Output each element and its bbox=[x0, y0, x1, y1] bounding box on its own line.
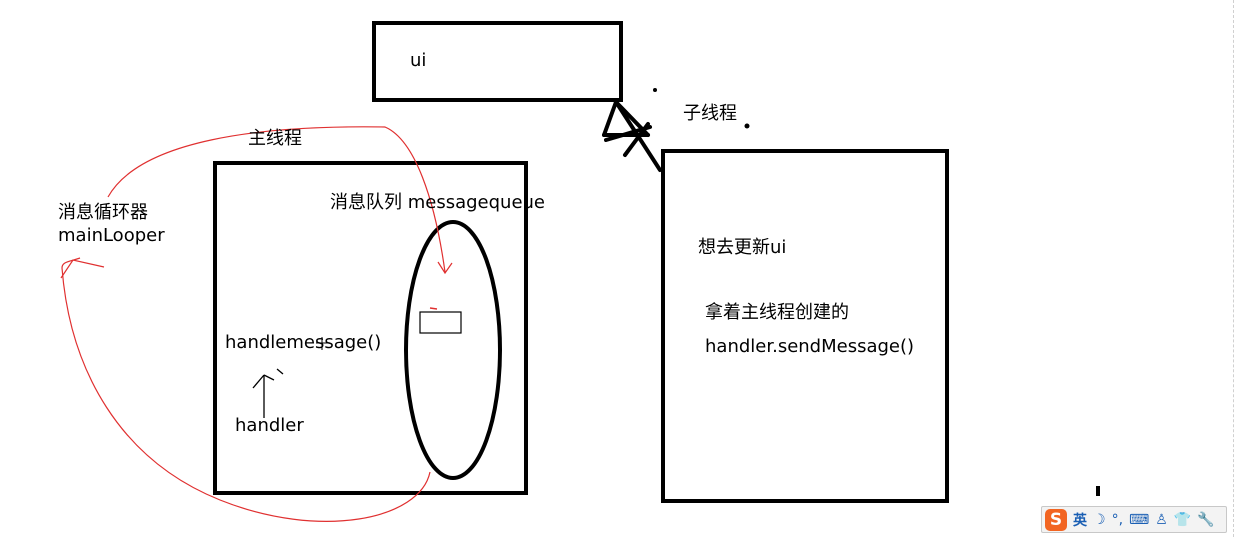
message-queue-label: 消息队列 messagequeue bbox=[330, 192, 546, 213]
main-looper-label: mainLooper bbox=[58, 225, 165, 246]
ime-toolbar[interactable]: S 英 ☽ °, ⌨ ♙ 👕 🔧 bbox=[1041, 506, 1227, 533]
main-thread-box bbox=[213, 161, 528, 495]
message-queue-ellipse bbox=[404, 220, 502, 480]
skin-icon[interactable]: 👕 bbox=[1173, 511, 1192, 528]
dot-mark bbox=[653, 88, 657, 92]
ui-box bbox=[372, 21, 623, 102]
handle-message-label: handlemessage() bbox=[225, 332, 382, 353]
child-thread-label: 子线程 bbox=[683, 103, 737, 124]
cursor-mark bbox=[316, 337, 328, 350]
settings-icon[interactable]: 🔧 bbox=[1197, 511, 1215, 528]
voice-icon[interactable]: ♙ bbox=[1155, 511, 1168, 528]
hold-handler-label: 拿着主线程创建的 bbox=[705, 302, 849, 323]
message-box bbox=[419, 311, 462, 334]
message-loop-label: 消息循环器 bbox=[58, 202, 148, 223]
ui-label: ui bbox=[410, 50, 427, 71]
language-toggle[interactable]: 英 bbox=[1073, 512, 1087, 529]
send-message-label: handler.sendMessage() bbox=[705, 336, 915, 357]
want-update-label: 想去更新ui bbox=[698, 237, 787, 258]
scroll-edge bbox=[1230, 0, 1234, 537]
main-thread-label: 主线程 bbox=[248, 128, 302, 149]
dot-mark bbox=[744, 123, 750, 129]
blocked-arrow bbox=[602, 100, 662, 172]
message-tick bbox=[429, 307, 438, 310]
text-cursor bbox=[1096, 486, 1100, 496]
handler-arrow bbox=[252, 368, 284, 418]
sogou-logo-icon[interactable]: S bbox=[1045, 508, 1067, 531]
punctuation-icon[interactable]: °, bbox=[1111, 511, 1124, 528]
keyboard-icon[interactable]: ⌨ bbox=[1129, 511, 1150, 528]
handler-label: handler bbox=[235, 415, 304, 436]
message-loop-arrow bbox=[60, 126, 453, 522]
child-thread-box bbox=[661, 149, 949, 503]
moon-icon[interactable]: ☽ bbox=[1093, 511, 1106, 528]
